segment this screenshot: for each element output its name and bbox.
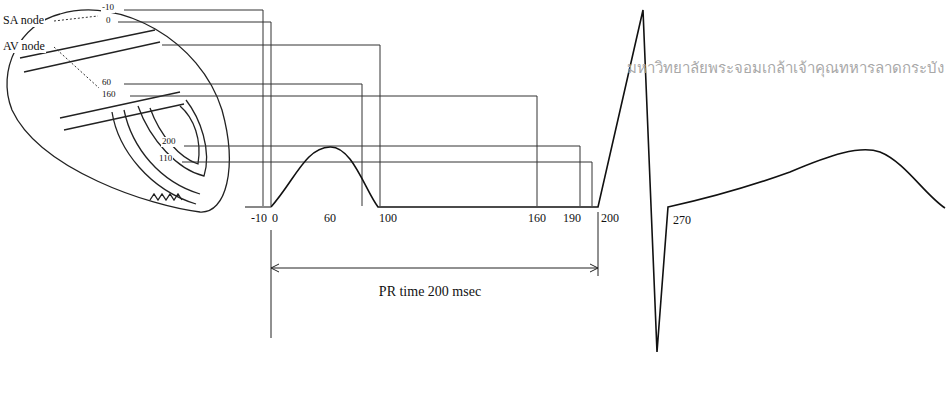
time-axis-number: -10 xyxy=(250,212,268,225)
time-axis-number: 0 xyxy=(271,212,279,225)
time-number: 110 xyxy=(158,154,173,164)
time-number: 0 xyxy=(105,16,112,26)
timing-projection-lines xyxy=(118,10,592,206)
pr-interval-bracket xyxy=(271,212,598,338)
time-number: 60 xyxy=(101,78,112,88)
time-axis-number: 200 xyxy=(600,212,620,225)
part-name: SA node xyxy=(2,14,45,27)
time-axis-number: 160 xyxy=(527,212,547,225)
time-axis-number: 270 xyxy=(672,214,692,227)
time-axis-number: 60 xyxy=(323,212,337,225)
time-number: 160 xyxy=(101,90,117,100)
time-axis-number: 100 xyxy=(378,212,398,225)
time-number: 200 xyxy=(161,137,177,147)
time-number: -10 xyxy=(101,3,115,13)
leader-lines xyxy=(54,16,99,88)
watermark: มหาวิทยาลัยพระจอมเกล้าเจ้าคุณทหารลาดกระบ… xyxy=(626,60,945,77)
time-axis-number: 190 xyxy=(562,212,582,225)
interval-label: PR time 200 msec xyxy=(378,284,482,299)
ecg-trace xyxy=(245,10,945,352)
part-name: AV node xyxy=(2,40,46,53)
